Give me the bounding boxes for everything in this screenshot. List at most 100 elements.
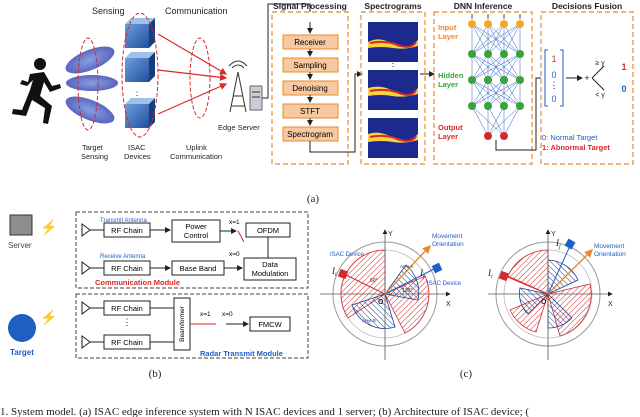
nn-edge [487,79,521,107]
nn-edge [471,23,505,55]
origin-right: O [541,299,547,306]
runner-icon [12,58,61,124]
edge-server-icon [228,60,263,113]
i-j-right: Ij [555,238,561,250]
figure-caption: 1. System model. (a) ISAC edge inference… [0,406,529,417]
ofdm: OFDM [257,226,279,235]
antenna-icon-2 [81,261,91,275]
comm-x1: x=1 [229,219,240,226]
svg-text:⋮: ⋮ [133,90,142,100]
step-denoising: Denoising [292,84,328,93]
server-icon [9,214,33,236]
neural-network-diagram [468,14,541,151]
nn-node [516,20,524,28]
caption-b: (b) [149,368,162,380]
isac-device-label-2: ISAC Device [427,281,462,287]
dnn-title: DNN Inference [454,1,513,11]
nn-node [484,76,492,84]
nn-edge [471,79,489,107]
nn-node [484,50,492,58]
receive-antenna-label: Receive Antenna [100,254,146,260]
x-axis-right: X [608,301,613,308]
isac-device-label-1: ISAC Device [330,252,365,258]
communication-module-title: Communication Module [95,278,180,287]
nn-edge [471,105,489,137]
sensing-beams [65,37,118,131]
antenna-icon-1 [81,223,91,237]
nn-edge [503,79,521,107]
nn-node [484,102,492,110]
spectrograms-title: Multi-ViewSpectrograms [364,0,421,11]
output-0: 0 [621,84,626,94]
i-j-left: Ij [419,268,425,280]
i-i-right: Ii [487,268,493,280]
wireless-icon-1: ⚡ [40,219,57,236]
nn-node [516,50,524,58]
angle-130: 130° [402,288,412,294]
nn-edge [503,105,521,137]
beamformer: Beamformer [179,305,186,342]
nn-node [468,76,476,84]
nn-node [516,102,524,110]
nn-edge [487,105,521,137]
nn-edge [471,23,521,55]
nn-edge [487,23,521,55]
nn-edge [503,53,521,81]
isac-devices: ⋮ [121,12,159,138]
nn-output-link [495,77,541,151]
nn-edge [471,79,521,107]
vector-value-2: 0 [551,70,556,80]
decision-vector: 1 0 ⋮ 0 + ≥ γ < γ 1 0 [544,49,627,107]
threshold-ge: ≥ γ [595,60,605,67]
caption-a: (a) [307,193,320,205]
vector-value-3: 0 [551,94,556,104]
area-b: Area B [362,318,376,323]
label-edge-server: Edge Server [218,123,260,132]
label-target-sensing-2: Sensing [81,152,108,161]
nn-edge [471,23,489,55]
dnn-box [433,11,533,165]
threshold-lt: < γ [595,92,605,99]
nn-edge [503,23,521,55]
step-stft: STFT [300,107,320,116]
nn-node [500,20,508,28]
nn-edge [471,79,505,107]
nn-edge [471,53,489,81]
label-target-sensing-1: Target [82,143,104,152]
nn-node [500,102,508,110]
step-receiver: Receiver [294,38,326,47]
y-axis-left: Y [388,231,393,238]
vector-value-1: 1 [551,54,556,64]
label-sensing: Sensing [92,6,125,16]
radar-x0: x=0 [222,311,233,318]
decisions-title: Decisions Fusion [552,1,622,11]
rf-chain-1: RF Chain [111,226,143,235]
signal-processing-box [271,11,349,165]
svg-text:⋮: ⋮ [389,58,398,68]
radar-module-box [75,293,309,359]
angle-60: 60° [370,278,378,284]
svg-text:+: + [584,73,589,83]
nn-edge [487,53,521,81]
radar-rf-chain-a: RF Chain [111,304,143,313]
uplink-arrows [157,33,228,119]
legend-normal: 0: Normal Target [542,133,598,142]
polar-left [320,229,451,360]
origin-left: O [378,299,384,306]
nn-node [468,20,476,28]
target-icon [8,314,36,342]
fmcw: FMCW [258,320,282,329]
spectrogram-images: ⋮ [368,22,435,158]
area-a: Area A [400,264,414,269]
communication-module-box [75,211,309,289]
transmit-antenna-label: Transmit Antenna [100,218,147,224]
i-i-left: Ii [331,266,337,278]
decisions-box [540,11,634,165]
